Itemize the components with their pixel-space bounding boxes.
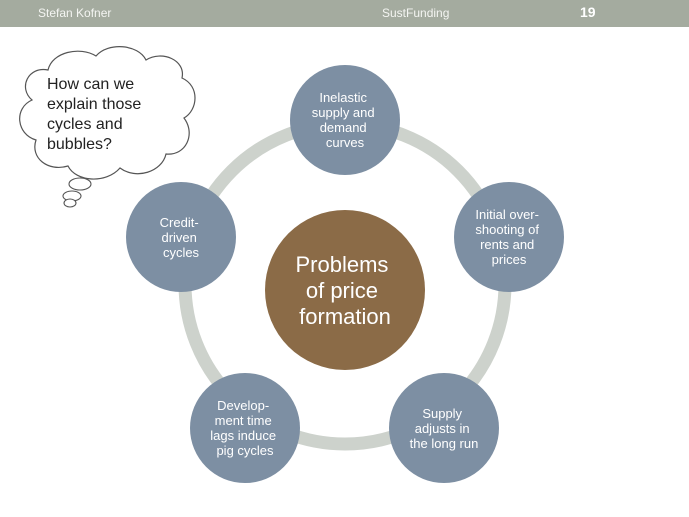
node-supply-adjusts-circle [389, 373, 499, 483]
node-label-line: supply and [312, 105, 375, 120]
node-label-line: pig cycles [216, 443, 274, 458]
node-credit-driven-circle [126, 182, 236, 292]
header-page-number: 19 [580, 4, 596, 20]
node-time-lags-circle [190, 373, 300, 483]
thought-line: How can we [47, 76, 134, 93]
header-author: Stefan Kofner [38, 6, 112, 20]
node-label-line: Initial over- [475, 207, 539, 222]
node-label-line: Inelastic [319, 90, 367, 105]
center-node: Problems of price formation [265, 210, 425, 370]
thought-line: bubbles? [47, 136, 112, 153]
node-label-line: adjusts in [415, 421, 470, 436]
node-inelastic-label: Inelastic supply and demand curves [312, 90, 379, 150]
node-label-line: driven [161, 230, 196, 245]
node-overshooting: Initial over- shooting of rents and pric… [454, 182, 564, 292]
node-label-line: the long run [410, 436, 479, 451]
header-project: SustFunding [382, 6, 450, 20]
node-label-line: shooting of [475, 222, 539, 237]
center-label-line: of price [306, 278, 378, 303]
thought-line: cycles and [47, 116, 123, 133]
node-inelastic-circle [290, 65, 400, 175]
node-label-line: ment time [215, 413, 272, 428]
node-credit-driven: Credit- driven cycles [126, 182, 236, 292]
center-node-circle [265, 210, 425, 370]
node-time-lags-label: Develop- ment time lags induce pig cycle… [210, 398, 279, 458]
thought-line: explain those [47, 96, 141, 113]
node-supply-adjusts: Supply adjusts in the long run [389, 373, 499, 483]
thought-text: How can we explain those cycles and bubb… [47, 76, 146, 153]
center-node-label: Problems of price formation [295, 252, 394, 329]
node-label-line: prices [492, 252, 527, 267]
thought-dot-large [68, 177, 92, 191]
node-overshooting-circle [454, 182, 564, 292]
node-credit-driven-label: Credit- driven cycles [160, 215, 203, 260]
node-label-line: rents and [480, 237, 534, 252]
thought-cloud-shape [19, 46, 196, 180]
node-label-line: lags induce [210, 428, 276, 443]
center-label-line: Problems [295, 252, 388, 277]
node-label-line: Supply [422, 406, 462, 421]
node-time-lags: Develop- ment time lags induce pig cycle… [190, 373, 300, 483]
thought-bubble: How can we explain those cycles and bubb… [19, 46, 196, 208]
center-label-line: formation [299, 304, 391, 329]
node-label-line: cycles [163, 245, 200, 260]
slide-header: Stefan Kofner SustFunding 19 [0, 0, 689, 27]
node-label-line: Develop- [217, 398, 269, 413]
node-label-line: curves [326, 135, 365, 150]
thought-dot-small [63, 198, 77, 208]
node-label-line: Credit- [160, 215, 199, 230]
node-label-line: demand [320, 120, 367, 135]
node-inelastic: Inelastic supply and demand curves [290, 65, 400, 175]
node-supply-adjusts-label: Supply adjusts in the long run [410, 406, 479, 451]
node-overshooting-label: Initial over- shooting of rents and pric… [475, 207, 542, 267]
